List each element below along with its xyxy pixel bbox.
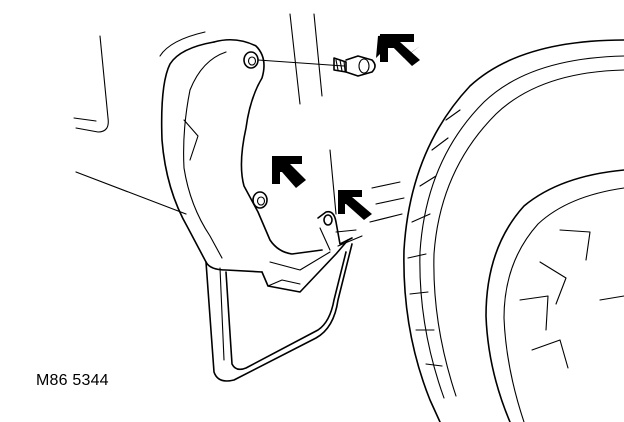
location-arrows	[272, 34, 420, 220]
arrow-lower-bracket	[338, 190, 372, 220]
fixing-screw	[257, 55, 376, 77]
arrow-upper-hole	[272, 156, 306, 188]
arrow-screw	[376, 34, 420, 66]
vehicle-body-outline	[73, 13, 337, 215]
mudflap	[160, 38, 363, 382]
figure-reference-code: M86 5344	[36, 372, 109, 389]
road-wheel	[369, 39, 624, 422]
